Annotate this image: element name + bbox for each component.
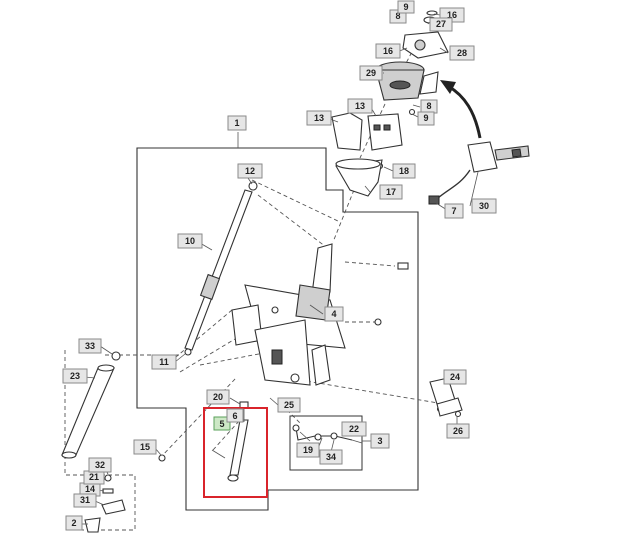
svg-text:11: 11 — [159, 357, 169, 367]
label-18[interactable]: 18 — [392, 163, 416, 179]
svg-text:9: 9 — [423, 113, 428, 123]
svg-text:13: 13 — [355, 101, 365, 111]
label-5[interactable]: 5 — [213, 416, 231, 431]
svg-text:24: 24 — [450, 372, 460, 382]
label-23[interactable]: 23 — [62, 368, 88, 384]
svg-text:8: 8 — [426, 101, 431, 111]
label-21[interactable]: 21 — [83, 470, 105, 485]
svg-text:1: 1 — [234, 118, 239, 128]
label-1[interactable]: 1 — [227, 115, 247, 131]
svg-text:16: 16 — [447, 10, 457, 20]
part-13-left-cover — [331, 112, 363, 151]
label-7[interactable]: 7 — [444, 203, 464, 219]
svg-text:20: 20 — [213, 392, 223, 402]
label-13-right[interactable]: 13 — [347, 98, 373, 114]
svg-text:25: 25 — [284, 400, 294, 410]
label-34[interactable]: 34 — [319, 449, 343, 465]
part-29-switch-housing — [375, 61, 439, 101]
label-20[interactable]: 20 — [206, 389, 230, 405]
svg-text:8: 8 — [395, 11, 400, 21]
svg-text:14: 14 — [85, 484, 95, 494]
part-23-shaft-tube — [61, 351, 121, 459]
svg-text:15: 15 — [140, 442, 150, 452]
svg-text:21: 21 — [89, 472, 99, 482]
label-15[interactable]: 15 — [133, 439, 157, 455]
part-22-linkage — [292, 424, 353, 441]
label-3[interactable]: 3 — [370, 433, 390, 449]
svg-text:13: 13 — [314, 113, 324, 123]
svg-text:12: 12 — [245, 166, 255, 176]
svg-text:26: 26 — [453, 426, 463, 436]
svg-text:27: 27 — [436, 19, 446, 29]
svg-text:31: 31 — [80, 495, 90, 505]
part-10-steering-shaft — [184, 181, 258, 356]
label-27[interactable]: 27 — [429, 17, 453, 32]
part-5-gas-strut — [211, 401, 249, 482]
label-11[interactable]: 11 — [151, 354, 177, 370]
label-9-top[interactable]: 9 — [397, 0, 415, 14]
part-17-lower-cover — [335, 158, 383, 197]
label-26[interactable]: 26 — [446, 423, 470, 439]
svg-text:33: 33 — [85, 341, 95, 351]
svg-text:10: 10 — [185, 236, 195, 246]
label-25[interactable]: 25 — [277, 397, 301, 413]
label-28[interactable]: 28 — [449, 45, 475, 61]
svg-text:7: 7 — [451, 206, 456, 216]
label-2[interactable]: 2 — [65, 515, 83, 531]
label-19[interactable]: 19 — [296, 442, 320, 458]
svg-text:5: 5 — [219, 419, 224, 429]
label-24[interactable]: 24 — [443, 369, 467, 385]
assembly-frame — [136, 147, 419, 511]
label-13-left[interactable]: 13 — [306, 110, 332, 126]
svg-text:29: 29 — [366, 68, 376, 78]
label-29[interactable]: 29 — [359, 65, 383, 81]
svg-text:17: 17 — [386, 187, 396, 197]
label-4[interactable]: 4 — [324, 306, 344, 322]
highlight-box — [203, 407, 268, 498]
label-33[interactable]: 33 — [78, 338, 102, 354]
assembly-guide-lines — [64, 39, 451, 531]
label-12[interactable]: 12 — [237, 163, 263, 179]
svg-text:18: 18 — [399, 166, 409, 176]
label-8-mid[interactable]: 8 — [420, 99, 438, 114]
label-32[interactable]: 32 — [88, 457, 112, 473]
label-30[interactable]: 30 — [471, 198, 497, 214]
part-30-multifunction-switch — [428, 141, 530, 205]
label-10[interactable]: 10 — [177, 233, 203, 249]
svg-text:30: 30 — [479, 201, 489, 211]
svg-text:23: 23 — [70, 371, 80, 381]
svg-text:19: 19 — [303, 445, 313, 455]
svg-text:28: 28 — [457, 48, 467, 58]
svg-text:32: 32 — [95, 460, 105, 470]
svg-text:4: 4 — [331, 309, 336, 319]
svg-text:2: 2 — [71, 518, 76, 528]
label-22[interactable]: 22 — [341, 421, 367, 437]
label-6[interactable]: 6 — [226, 408, 244, 423]
label-17[interactable]: 17 — [379, 184, 403, 200]
svg-text:6: 6 — [232, 411, 237, 421]
part-4-column-bracket — [231, 243, 346, 386]
svg-text:3: 3 — [377, 436, 382, 446]
svg-text:22: 22 — [349, 424, 359, 434]
part-13-right-cover — [367, 113, 403, 151]
svg-text:9: 9 — [403, 2, 408, 12]
svg-text:16: 16 — [383, 46, 393, 56]
label-16-mid[interactable]: 16 — [375, 43, 401, 59]
label-9-mid[interactable]: 9 — [417, 111, 435, 126]
svg-text:34: 34 — [326, 452, 336, 462]
label-31[interactable]: 31 — [73, 493, 97, 508]
direction-arrow — [440, 80, 482, 139]
